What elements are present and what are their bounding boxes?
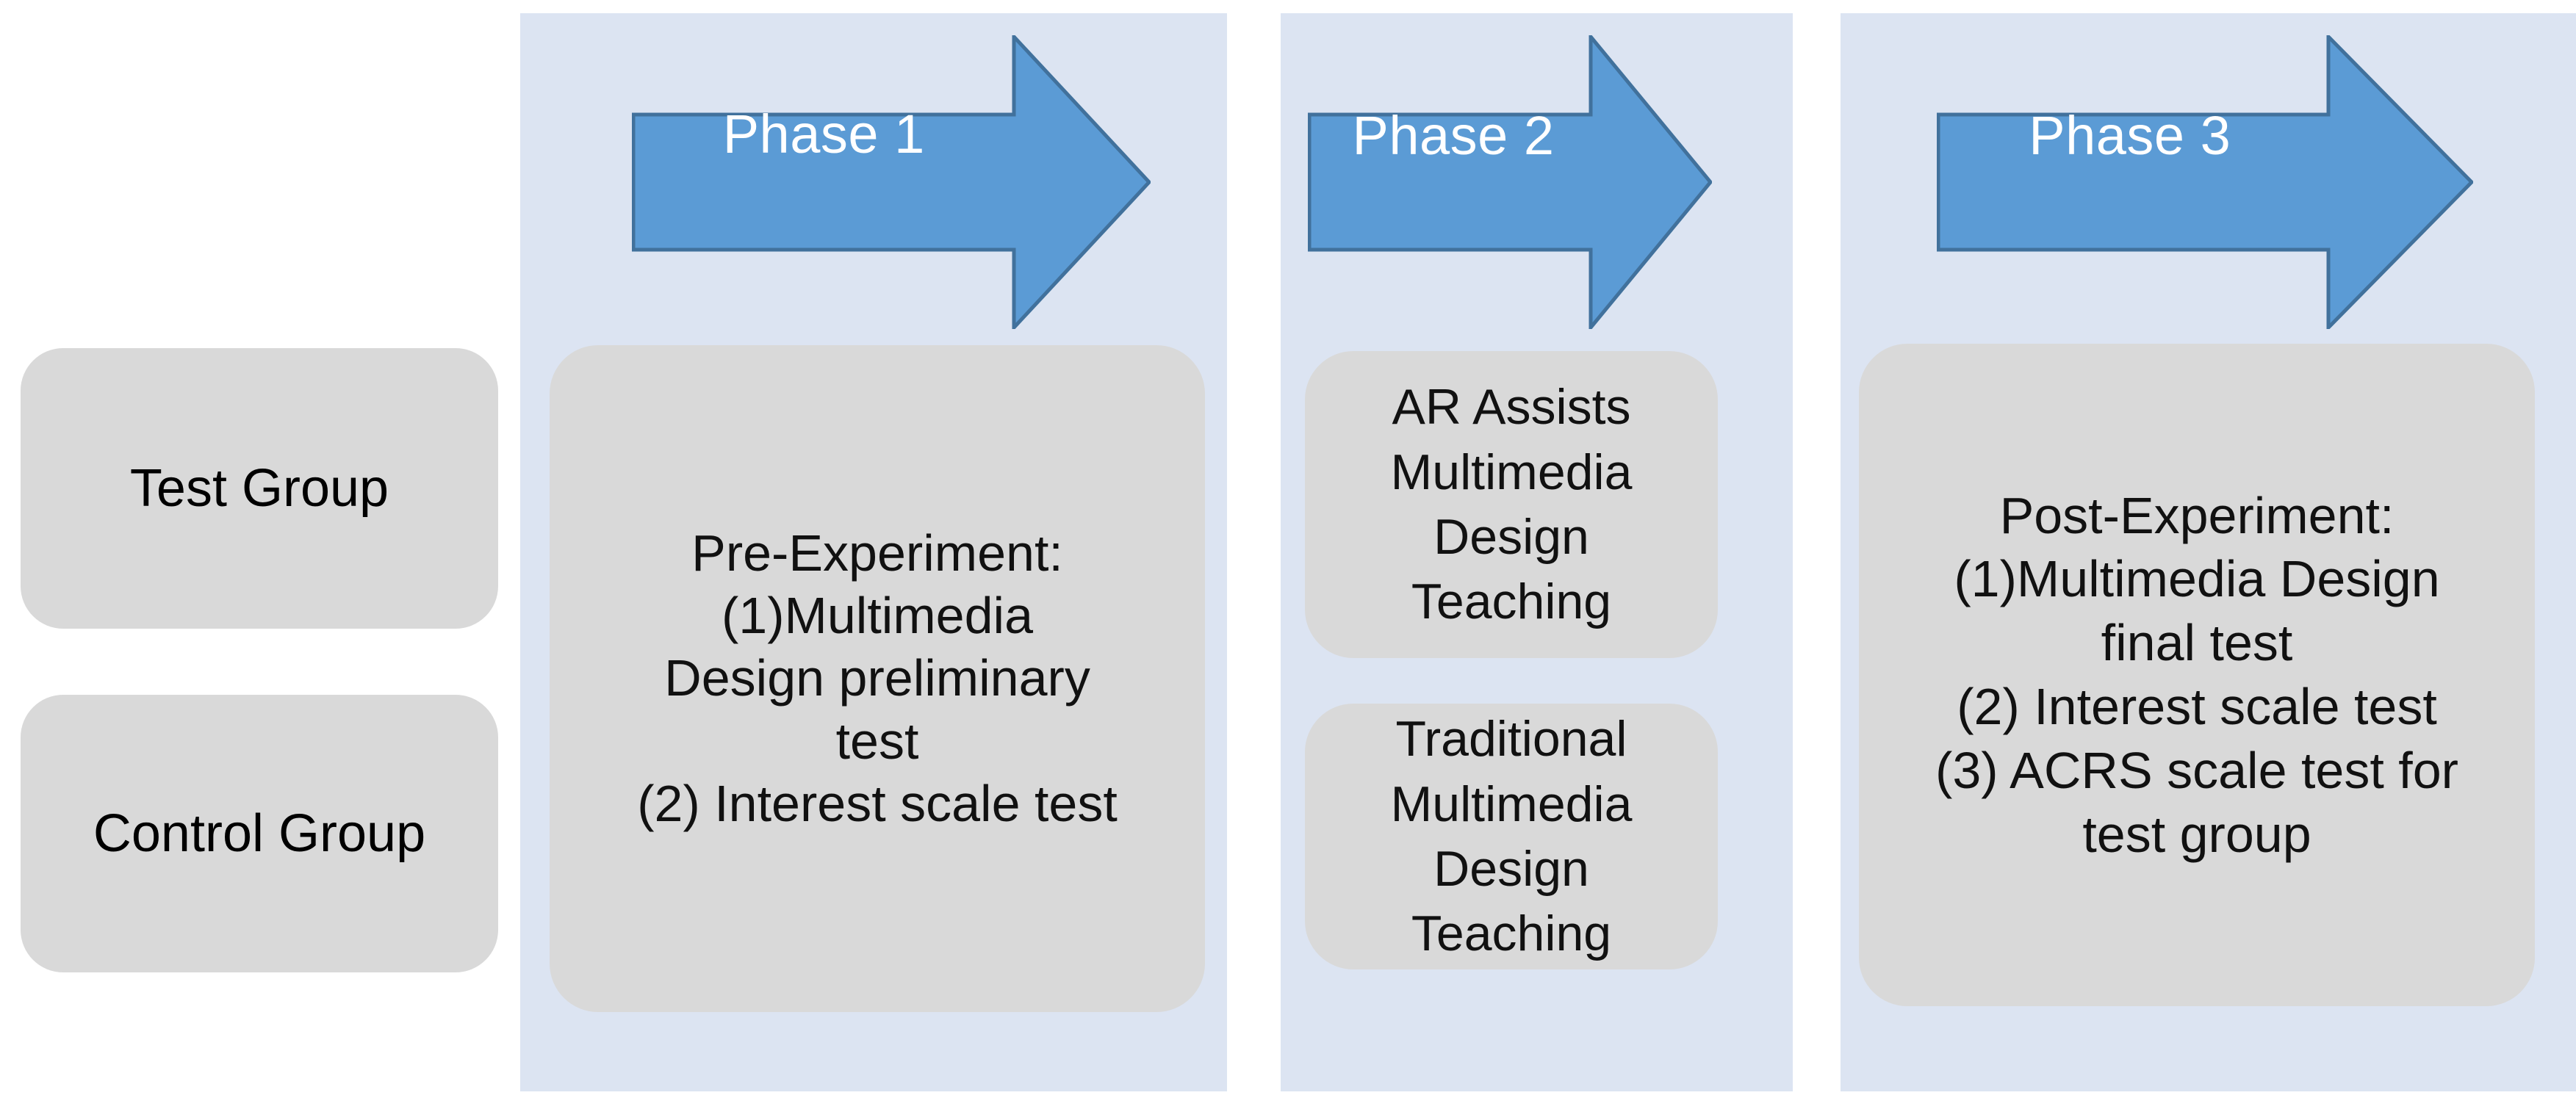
phase-1-card-text: Pre-Experiment: (1)Multimedia Design pre… (637, 524, 1118, 833)
control-group-box: Control Group (21, 695, 498, 972)
control-group-label: Control Group (93, 803, 426, 863)
phase-2-arrow-label: Phase 2 (1352, 105, 1555, 166)
phase-1-arrow-label: Phase 1 (722, 104, 925, 165)
test-group-box: Test Group (21, 348, 498, 629)
test-group-label: Test Group (129, 458, 389, 518)
phase-2-card-traditional-text: Traditional Multimedia Design Teaching (1390, 711, 1633, 962)
phase-1-arrow: Phase 1 (632, 35, 1151, 329)
phase-3-card: Post-Experiment: (1)Multimedia Design fi… (1859, 344, 2535, 1006)
phase-2-card-traditional: Traditional Multimedia Design Teaching (1305, 704, 1718, 969)
phase-3-arrow-label: Phase 3 (2029, 105, 2231, 166)
right-arrow-icon (1937, 35, 2473, 329)
phase-3-arrow: Phase 3 (1937, 35, 2473, 329)
phase-1-card: Pre-Experiment: (1)Multimedia Design pre… (550, 345, 1205, 1012)
phase-2-card-ar-text: AR Assists Multimedia Design Teaching (1390, 379, 1633, 630)
right-arrow-icon (632, 35, 1151, 329)
phase-2-arrow: Phase 2 (1308, 35, 1712, 329)
phase-3-card-text: Post-Experiment: (1)Multimedia Design fi… (1935, 486, 2458, 863)
right-arrow-icon (1308, 35, 1712, 329)
phase-2-card-ar: AR Assists Multimedia Design Teaching (1305, 351, 1718, 658)
